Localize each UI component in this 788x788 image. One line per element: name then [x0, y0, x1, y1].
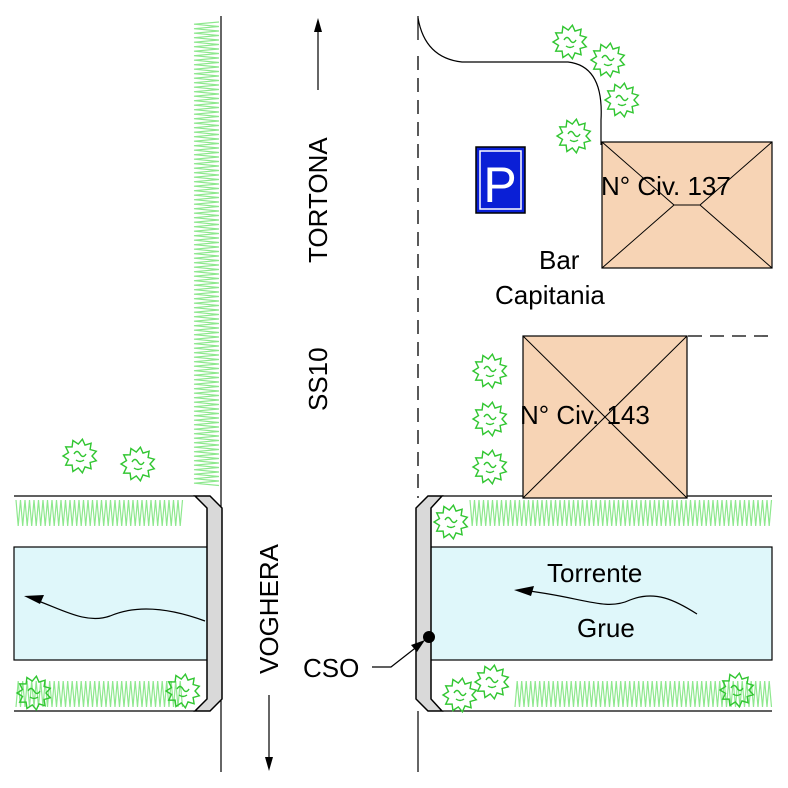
outfall-marker [423, 631, 435, 643]
north-arrowhead [314, 18, 322, 32]
outfall-leader-arrowhead [411, 640, 425, 652]
shrub-icon [471, 352, 508, 390]
building-137: N° Civ. 137 [601, 141, 773, 269]
parking-sign-letter: P [483, 157, 516, 213]
building-137-label: N° Civ. 137 [601, 171, 731, 201]
shrubs [15, 23, 755, 714]
building-137-roof-lines [601, 141, 773, 269]
shrub-icon [551, 23, 588, 61]
river-water-west [13, 546, 211, 661]
driveway-edge [417, 17, 602, 145]
flow-arrow-east [514, 586, 698, 615]
north-arrow [314, 18, 322, 90]
shrub-icon [471, 400, 508, 438]
shrub-icon [441, 676, 478, 714]
flow-arrow-west [24, 595, 206, 622]
bridge-parapet-west [193, 495, 223, 712]
direction-south-label: VOGHERA [254, 543, 284, 674]
shrub-icon [555, 117, 592, 155]
shrub-icon [589, 41, 626, 79]
direction-north-label: TORTONA [303, 137, 333, 263]
grass-verge-road-west [193, 21, 220, 487]
bar-name-line1: Bar [539, 245, 580, 275]
flow-line-west [29, 597, 206, 622]
flow-arrowhead-west [24, 595, 44, 604]
outfall-leader-line [372, 641, 424, 668]
road-name-label: SS10 [303, 347, 333, 411]
river-name-line2: Grue [577, 613, 635, 643]
outfall-label: CSO [303, 653, 359, 683]
shrub-icon [61, 437, 98, 475]
shrub-icon [164, 672, 201, 710]
bridge-parapet-east [415, 495, 444, 712]
building-143-label: N° Civ. 143 [520, 400, 650, 430]
building-143: N° Civ. 143 [520, 335, 688, 499]
grass-verge-river-se [514, 680, 773, 708]
shrub-icon [603, 81, 640, 119]
flow-arrowhead-east [514, 586, 534, 596]
shrub-icon [432, 503, 469, 541]
shrub-icon [119, 445, 156, 483]
building-143-roof-lines [522, 335, 688, 499]
river-name-line1: Torrente [547, 558, 642, 588]
parking-sign-border [475, 146, 526, 214]
south-arrowhead [265, 757, 273, 771]
grass-verge-river-sw [15, 680, 184, 708]
bridge [193, 495, 444, 712]
grass-verge-river-ne [469, 499, 773, 527]
south-arrow [265, 695, 273, 771]
outfall-point: CSO [303, 631, 435, 683]
flow-line-east [519, 589, 698, 615]
grass-verges [15, 21, 773, 708]
parking-sign-inner-line [479, 150, 522, 210]
parking-sign-icon: P [475, 146, 526, 214]
shrub-icon [15, 674, 52, 712]
river [13, 495, 773, 712]
bar-name-line2: Capitania [495, 280, 605, 310]
grass-verge-river-nw [15, 499, 184, 527]
shrub-icon [718, 671, 755, 709]
shrub-icon [473, 663, 510, 701]
shrub-icon [471, 448, 508, 486]
